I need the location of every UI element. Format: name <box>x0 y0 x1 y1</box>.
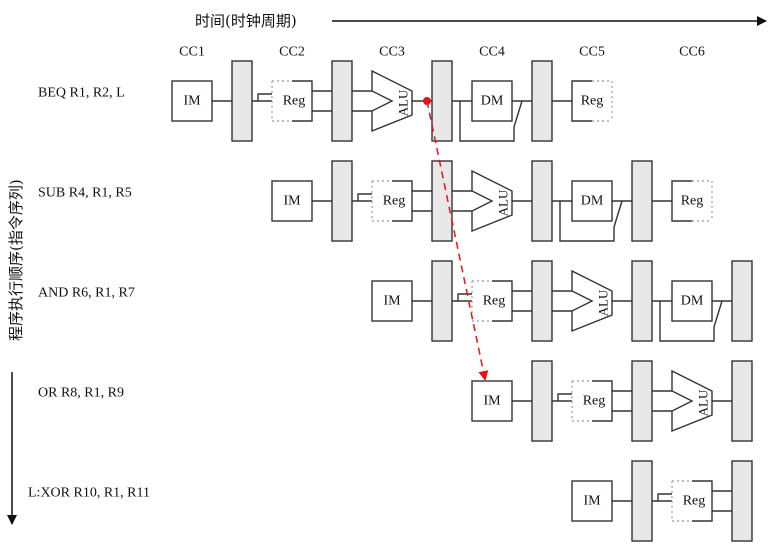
program-order-label: 程序执行顺序(指令序列) <box>7 179 25 341</box>
pipeline-register-mem-wb <box>531 60 553 142</box>
clock-cycle-label: CC6 <box>679 45 705 60</box>
pipeline-register-id-ex <box>731 460 753 542</box>
pipeline-register-id-ex <box>631 360 653 442</box>
data-memory-box <box>571 180 613 222</box>
reg-read-label: Reg <box>683 494 706 509</box>
reg-read-label: Reg <box>383 194 406 209</box>
instruction-label: BEQ R1, R2, L <box>38 86 125 101</box>
instruction-row: OR R8, R1, R9 IM Reg ALU <box>38 360 753 442</box>
alu-label: ALU <box>496 189 511 216</box>
instruction-memory-box <box>371 280 413 322</box>
instruction-row: SUB R4, R1, R5 IM Reg ALU DM Reg <box>38 160 713 242</box>
pipeline-register-ex-mem <box>731 360 753 442</box>
dm-label: DM <box>681 294 704 309</box>
pipeline-register-if-id <box>331 160 353 242</box>
wire <box>257 93 272 101</box>
clock-cycle-label: CC2 <box>279 45 305 60</box>
pipeline-register-if-id <box>431 260 453 342</box>
instruction-memory-box <box>471 380 513 422</box>
im-label: IM <box>183 94 201 109</box>
clock-cycle-labels: CC1 CC2 CC3 CC4 CC5 CC6 <box>179 45 705 60</box>
pipeline-register-mem-wb <box>731 260 753 342</box>
wire <box>557 393 572 401</box>
wire <box>457 293 472 301</box>
pipeline-register-mem-wb <box>631 160 653 242</box>
register-file-write-box <box>571 80 592 122</box>
pipeline-register-if-id <box>631 460 653 542</box>
pipeline-register-id-ex <box>431 160 453 242</box>
register-file-read-box <box>392 180 413 222</box>
dm-label: DM <box>581 194 604 209</box>
data-memory-box <box>671 280 713 322</box>
instruction-row: BEQ R1, R2, L IM Reg ALU DM Reg <box>38 60 613 142</box>
register-file-write-box <box>671 180 692 222</box>
clock-cycle-label: CC4 <box>479 45 505 60</box>
branch-target-arrow <box>423 97 489 381</box>
instruction-label: OR R8, R1, R9 <box>38 386 124 401</box>
alu-label: ALU <box>596 289 611 316</box>
register-file-read-box <box>492 280 513 322</box>
instruction-label: SUB R4, R1, R5 <box>38 186 132 201</box>
clock-cycle-label: CC3 <box>379 45 405 60</box>
instruction-label: L:XOR R10, R1, R11 <box>28 486 150 501</box>
instruction-memory-box <box>271 180 313 222</box>
im-label: IM <box>583 494 601 509</box>
time-axis-label: 时间(时钟周期) <box>195 12 297 30</box>
wire <box>657 493 672 501</box>
reg-read-label: Reg <box>483 294 506 309</box>
register-file-read-box <box>592 380 613 422</box>
alu-shape <box>671 369 713 433</box>
pipeline-register-if-id <box>231 60 253 142</box>
alu-shape <box>471 169 513 233</box>
pipeline-register-if-id <box>531 360 553 442</box>
im-label: IM <box>383 294 401 309</box>
instruction-row: AND R6, R1, R7 IM Reg ALU DM <box>38 260 753 342</box>
data-memory-box <box>471 80 513 122</box>
alu-shape <box>371 69 413 133</box>
pipeline-register-id-ex <box>531 260 553 342</box>
reg-read-label: Reg <box>583 394 606 409</box>
reg-write-label: Reg <box>681 194 704 209</box>
alu-label: ALU <box>696 389 711 416</box>
reg-read-label: Reg <box>283 94 306 109</box>
reg-write-label: Reg <box>581 94 604 109</box>
dm-label: DM <box>481 94 504 109</box>
branch-arrow-origin-dot <box>423 97 431 105</box>
register-file-read-box <box>692 480 713 522</box>
im-label: IM <box>483 394 501 409</box>
mux-bypass-wire <box>659 300 723 342</box>
alu-shape <box>571 269 613 333</box>
register-file-read-box <box>292 80 313 122</box>
clock-cycle-label: CC5 <box>579 45 605 60</box>
wire <box>357 193 372 201</box>
pipeline-register-ex-mem <box>431 60 453 142</box>
pipeline-register-ex-mem <box>631 260 653 342</box>
clock-cycle-label: CC1 <box>179 45 205 60</box>
mux-bypass-wire <box>559 200 623 242</box>
pipeline-register-ex-mem <box>531 160 553 242</box>
im-label: IM <box>283 194 301 209</box>
instruction-label: AND R6, R1, R7 <box>38 286 135 301</box>
alu-label: ALU <box>396 89 411 116</box>
mux-bypass-wire <box>459 100 523 142</box>
pipeline-register-id-ex <box>331 60 353 142</box>
